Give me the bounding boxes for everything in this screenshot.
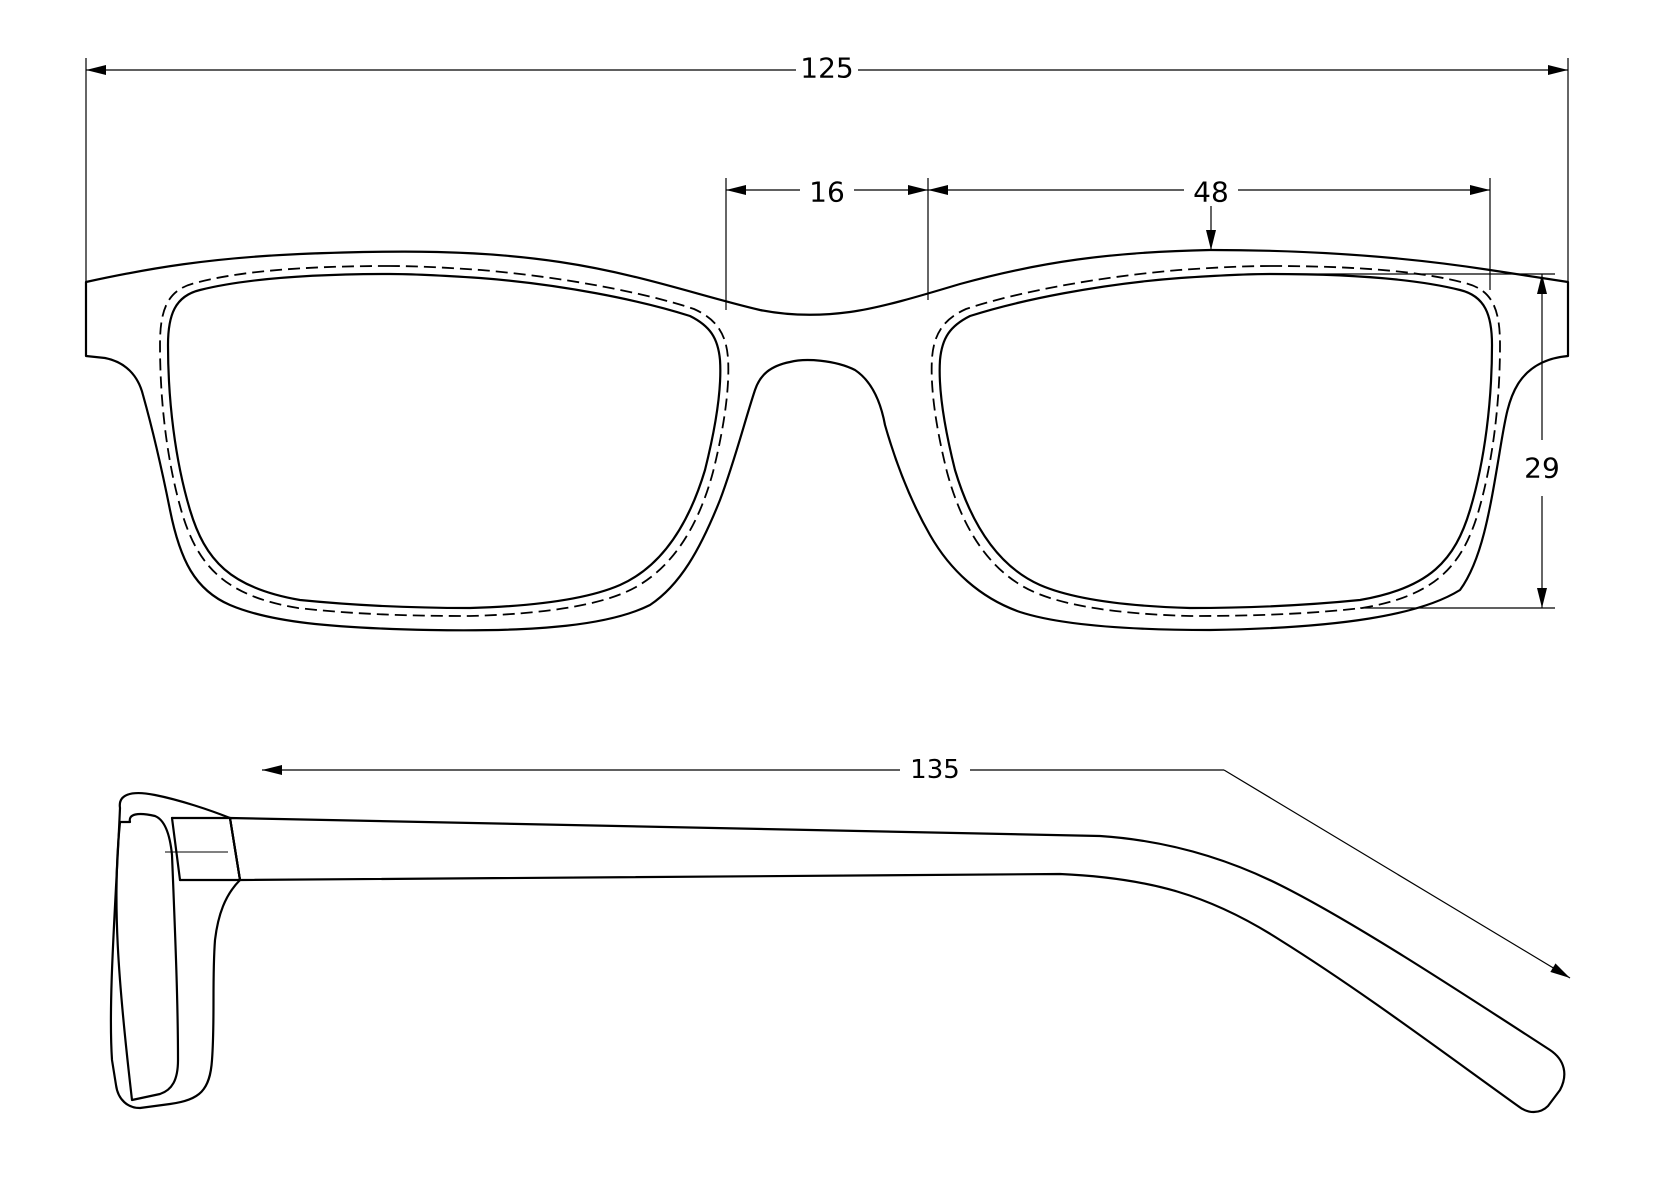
left-lens-dashed xyxy=(159,265,730,617)
lens-width-label: 48 xyxy=(1193,176,1229,209)
lens-height-label: 29 xyxy=(1524,452,1560,485)
frame-outline xyxy=(84,248,1570,632)
left-lens-inner xyxy=(166,272,722,610)
rim-side-outer xyxy=(109,791,242,1110)
side-view: 135 xyxy=(109,755,1571,1114)
temple-length-label: 135 xyxy=(910,755,960,785)
total-width-label: 125 xyxy=(800,52,853,85)
front-view: 125 16 48 29 xyxy=(84,52,1570,632)
right-lens-inner xyxy=(938,272,1494,610)
right-lens-dashed xyxy=(930,265,1501,617)
bridge-width-label: 16 xyxy=(809,176,845,209)
rim-side-inner xyxy=(115,812,180,1102)
temple-arm xyxy=(228,816,1566,1114)
